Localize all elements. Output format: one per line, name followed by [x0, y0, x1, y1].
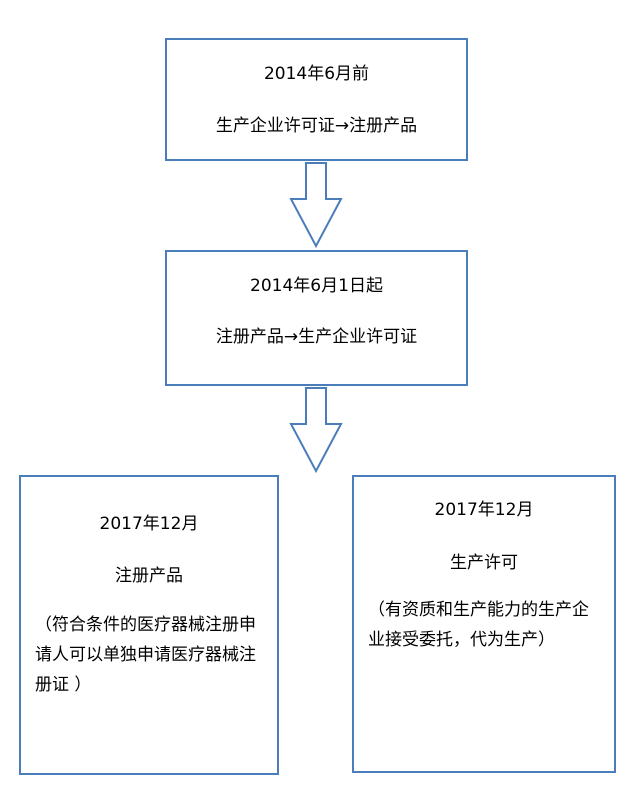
stage-box-before-2014: 2014年6月前 生产企业许可证→注册产品 — [165, 38, 468, 161]
stage-text: 生产许可 — [450, 553, 518, 573]
down-arrow-icon — [289, 387, 343, 474]
stage-note: （符合条件的医疗器械注册申请人可以单独申请医疗器械注册证 ） — [35, 615, 256, 695]
stage-title: 2014年6月前 — [263, 64, 370, 84]
stage-text: 注册产品 — [115, 566, 183, 586]
stage-box-from-2014: 2014年6月1日起 注册产品→生产企业许可证 — [165, 250, 468, 386]
stage-title: 2017年12月 — [434, 500, 534, 520]
stage-text: 生产企业许可证→注册产品 — [215, 116, 418, 136]
stage-box-2017-registration: 2017年12月 注册产品 （符合条件的医疗器械注册申请人可以单独申请医疗器械注… — [19, 475, 279, 775]
stage-title: 2017年12月 — [99, 514, 199, 534]
stage-note: （有资质和生产能力的生产企业接受委托，代为生产） — [368, 600, 589, 650]
down-arrow-icon — [289, 162, 343, 249]
stage-title: 2014年6月1日起 — [250, 276, 383, 296]
stage-box-2017-production: 2017年12月 生产许可 （有资质和生产能力的生产企业接受委托，代为生产） — [352, 475, 616, 773]
stage-text: 注册产品→生产企业许可证 — [215, 327, 418, 347]
